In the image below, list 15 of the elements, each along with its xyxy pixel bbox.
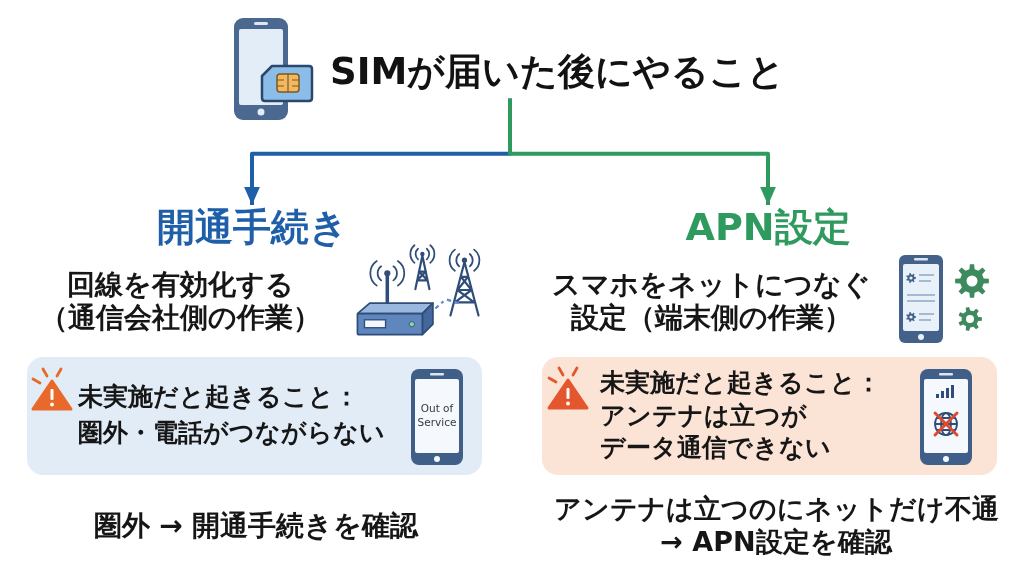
note-text: 圏外 → 開通手続きを確認 [93,509,419,543]
note-text: アンテナは立つのにネットだけ不通 → APN設定を確認 [553,493,999,559]
branch-heading: 開通手続き [156,205,348,251]
warning-text: 圏外・電話がつながらない [78,417,385,450]
warning-text: アンテナは立つがデータ通信できない [600,399,831,464]
description-text: 回線を有効化する（通信会社側の作業） [39,268,321,335]
branch-arrow [508,98,776,205]
warning-panel [27,357,482,475]
screen-text: Out of Service [416,402,458,430]
warning-panel [542,357,997,475]
branch-heading: APN設定 [685,205,851,251]
warning-heading: 未実施だと起きること： [78,381,359,413]
description-text: スマホをネットにつなぐ設定（端末側の作業） [551,268,871,335]
title-heading: SIMが届いた後にやること [330,50,786,95]
warning-heading: 未実施だと起きること： [600,367,881,399]
